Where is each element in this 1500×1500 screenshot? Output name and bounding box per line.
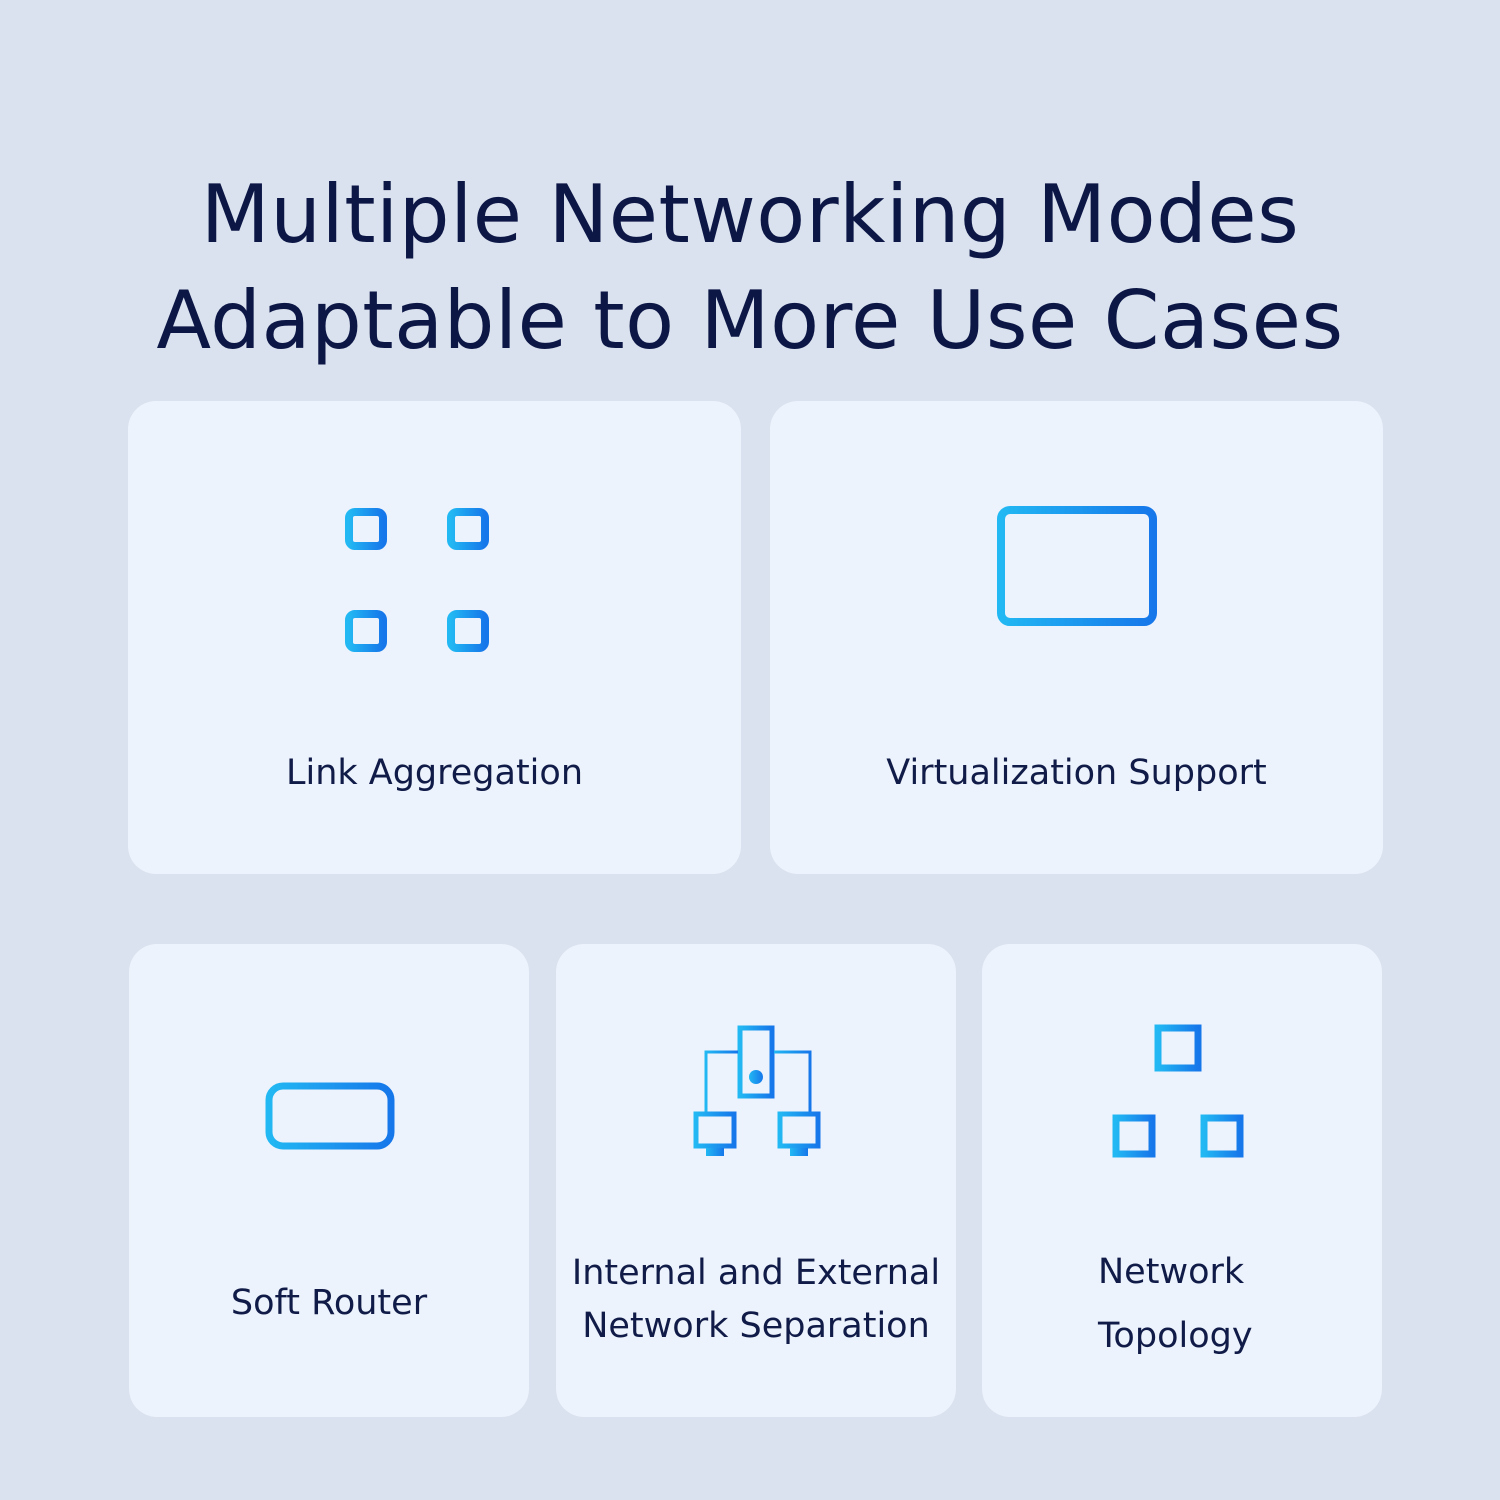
- monitor-icon: [997, 506, 1157, 666]
- headline: Multiple Networking Modes Adaptable to M…: [0, 162, 1500, 374]
- card-label: Link Aggregation: [285, 753, 584, 793]
- card-label: Internal and External Network Separation: [571, 1253, 941, 1346]
- card-link-aggregation: Link Aggregation: [128, 401, 741, 874]
- card-label: Virtualization Support: [886, 753, 1267, 793]
- card-label: Soft Router: [230, 1283, 428, 1323]
- headline-line-1: Multiple Networking Modes: [200, 167, 1300, 261]
- link-aggregation-icon: [345, 508, 489, 652]
- headline-line-2: Adaptable to More Use Cases: [156, 273, 1344, 367]
- card-virtualization-support: Virtualization Support: [770, 401, 1383, 874]
- router-icon: [265, 1030, 395, 1150]
- card-soft-router: Soft Router: [129, 944, 529, 1417]
- network-topology-icon: [1112, 1024, 1244, 1158]
- server-network-icon: [693, 1025, 821, 1156]
- card-network-topology: Network Topology: [982, 944, 1382, 1417]
- card-network-separation: Internal and External Network Separation: [556, 944, 956, 1417]
- card-label: Network Topology: [1098, 1252, 1253, 1356]
